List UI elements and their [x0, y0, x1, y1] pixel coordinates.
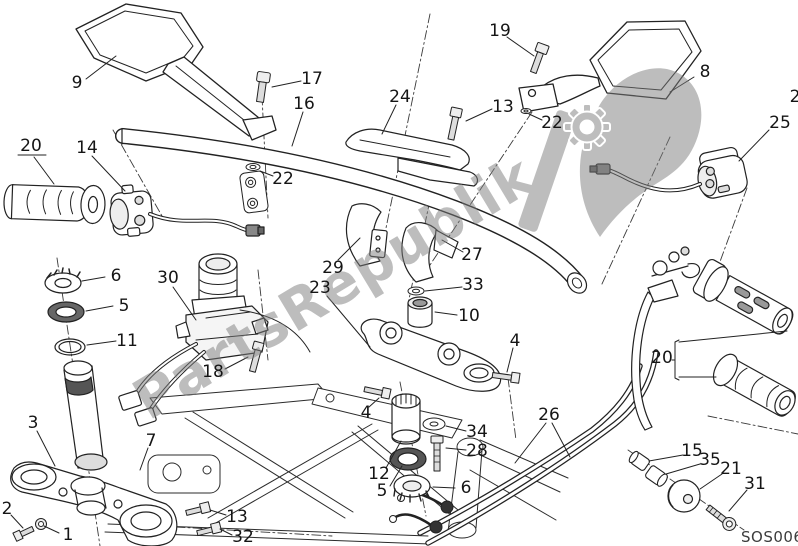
callout-18: 18 [202, 362, 224, 382]
bolt-2 [12, 525, 35, 542]
callout-27: 27 [461, 245, 483, 265]
callout-5-mid: 5 [376, 481, 388, 501]
grip-left [3, 184, 106, 225]
callout-12: 12 [368, 464, 390, 484]
callout-partial-edge: 2 [789, 87, 798, 107]
callout-29: 29 [322, 258, 344, 278]
bar-end-weight-21 [667, 479, 701, 513]
bolt-31 [705, 504, 737, 531]
callout-8: 8 [699, 62, 711, 82]
riser-29 [345, 203, 388, 267]
bushing-10 [407, 296, 433, 328]
callout-10: 10 [458, 306, 480, 326]
washer-22-left [245, 163, 261, 171]
callout-16: 16 [293, 94, 315, 114]
bottom-yoke-3 [10, 461, 178, 546]
callout-7: 7 [145, 431, 157, 451]
callout-1: 1 [62, 525, 74, 545]
callout-14: 14 [76, 138, 98, 158]
steering-stem [63, 360, 108, 471]
callout-20-left: 20 [20, 136, 42, 156]
bearing-nut-6 [44, 267, 82, 294]
nut-1 [35, 518, 47, 530]
riser-27 [401, 222, 459, 283]
callout-11: 11 [116, 331, 138, 351]
bolt-4-right [491, 371, 521, 384]
callout-24: 24 [389, 87, 411, 107]
leader-lines [10, 36, 788, 536]
control-cables [389, 349, 659, 546]
callout-31: 31 [744, 474, 766, 494]
callout-28: 28 [466, 441, 488, 461]
switchgear-left [109, 184, 265, 237]
callout-9: 9 [71, 73, 83, 93]
callout-6-mid: 6 [460, 478, 472, 498]
callout-15: 15 [681, 441, 703, 461]
handlebar [115, 127, 588, 294]
callout-4-right: 4 [509, 331, 521, 351]
bolt-17 [256, 71, 271, 103]
callout-35: 35 [699, 450, 721, 470]
grip-right-lower [712, 353, 796, 417]
bolt-4-left [363, 386, 392, 400]
damper-12 [391, 393, 421, 445]
ignition-switch [118, 253, 311, 427]
seal-5 [47, 301, 85, 323]
callout-33: 33 [462, 275, 484, 295]
callout-22-right: 22 [541, 113, 563, 133]
callout-6-left: 6 [110, 266, 122, 286]
bearing-6b [393, 474, 431, 503]
bolt-13-bottom [185, 501, 212, 516]
brake-lever-assembly [631, 246, 701, 431]
callout-20-right: 20 [651, 348, 673, 368]
bolt-28 [430, 435, 444, 472]
callout-2: 2 [1, 499, 13, 519]
washer-33 [407, 286, 425, 296]
callout-3: 3 [27, 413, 39, 433]
bar-clamp-top-24 [345, 128, 479, 187]
callout-34: 34 [466, 422, 488, 442]
bar-clamp-left [239, 170, 269, 214]
bolt-19 [530, 42, 550, 74]
bolt-32 [196, 521, 223, 537]
washer-34 [422, 417, 446, 431]
callout-17: 17 [301, 69, 323, 89]
callout-25: 25 [769, 113, 791, 133]
seal-ring-5b [389, 447, 427, 471]
callout-13-bottom: 13 [226, 507, 248, 527]
top-yoke-23 [360, 318, 502, 392]
callout-19: 19 [489, 21, 511, 41]
bolt-13-top [447, 106, 463, 141]
callout-21: 21 [720, 459, 742, 479]
oring-11 [54, 338, 86, 356]
callout-4-left: 4 [360, 403, 372, 423]
frame [104, 383, 569, 545]
callout-5-left: 5 [118, 296, 130, 316]
spacer-15 [628, 450, 650, 471]
spacer-35 [645, 465, 668, 487]
callout-22-left: 22 [272, 169, 294, 189]
callout-13-top: 13 [492, 97, 514, 117]
callout-30: 30 [157, 268, 179, 288]
diagram-code: SOS00684 [741, 528, 798, 546]
throttle-grip-upper [692, 258, 794, 335]
callout-23: 23 [309, 278, 331, 298]
bolt-18 [248, 340, 265, 373]
callout-32: 32 [232, 527, 254, 546]
callout-26: 26 [538, 405, 560, 425]
